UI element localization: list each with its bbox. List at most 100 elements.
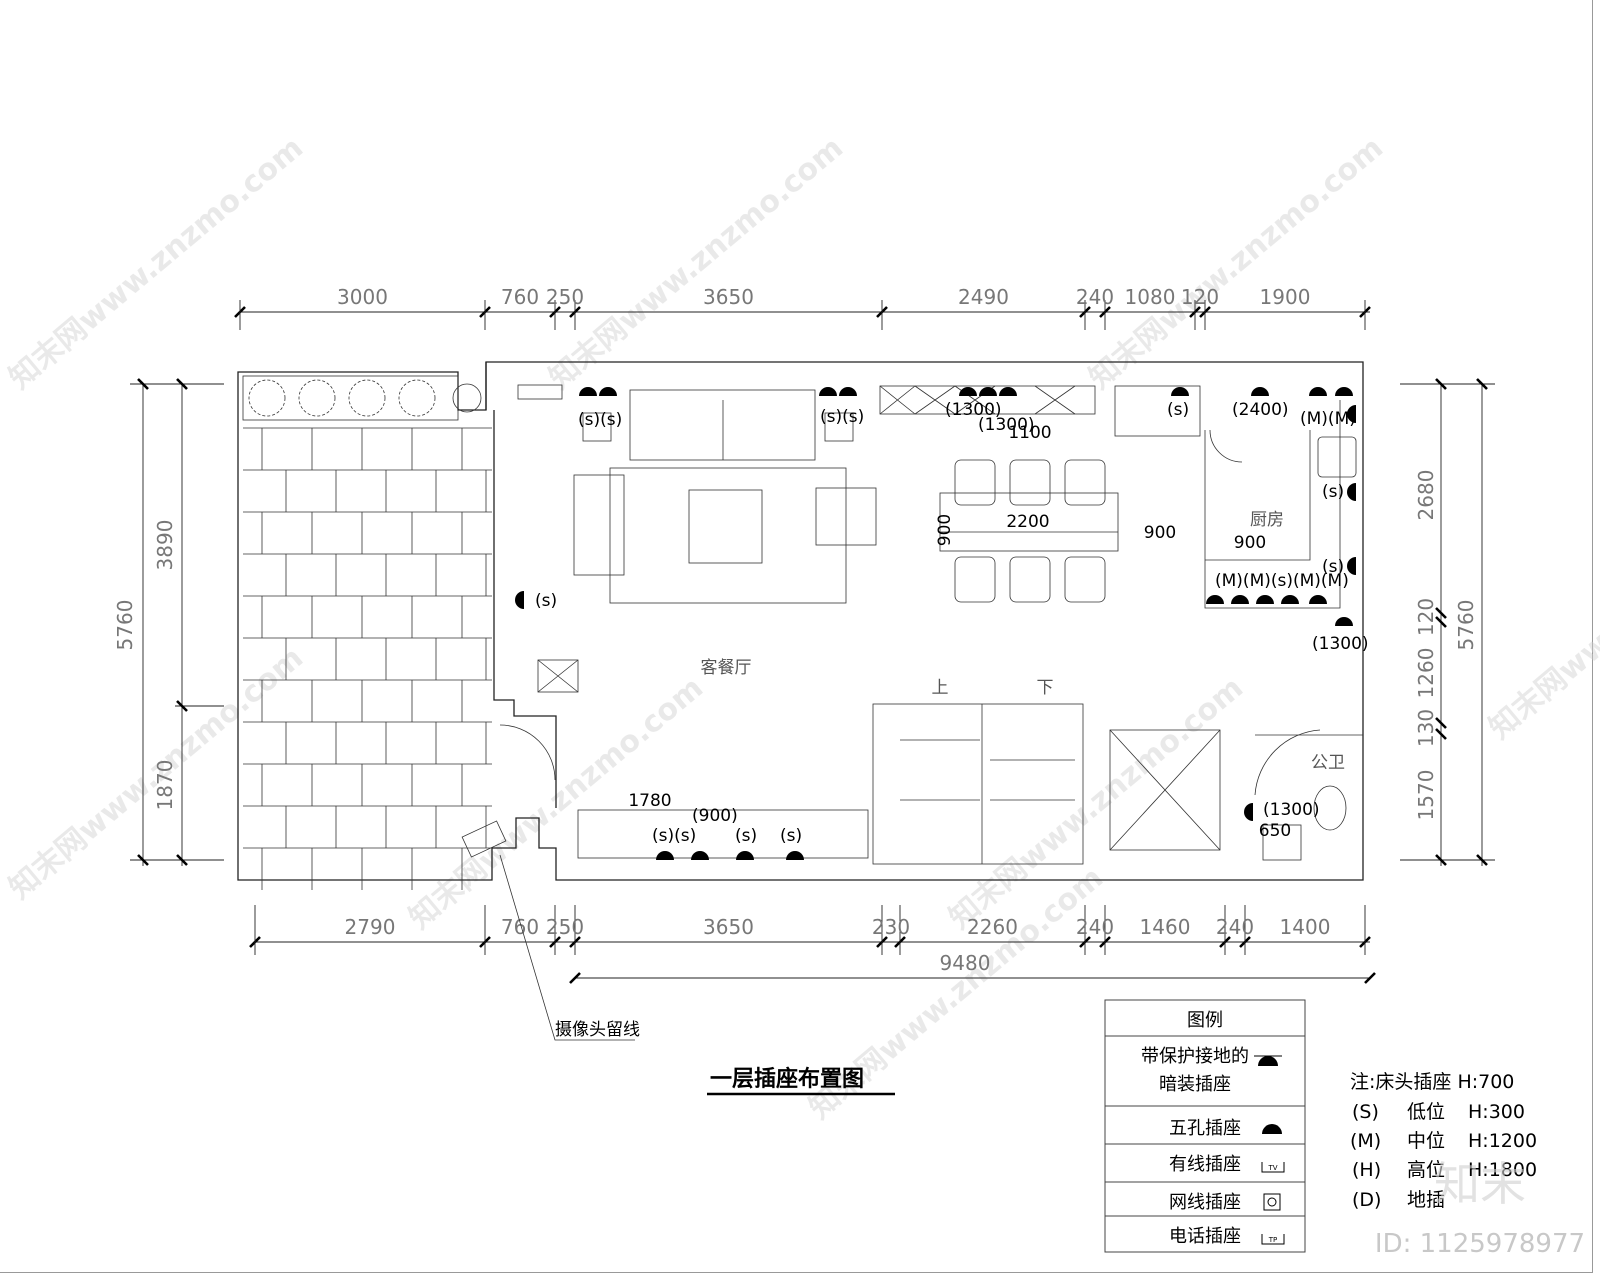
left-dimension: 5760 3890 1870	[113, 378, 224, 866]
socket-icon	[736, 851, 754, 860]
toilet-icon	[1313, 785, 1347, 831]
tv-wall-cabinet	[577, 809, 869, 859]
socket-icon	[1251, 387, 1269, 396]
top-dim-label: 2490	[958, 285, 1009, 309]
patio-paving	[243, 427, 492, 890]
watermark-text: 知末网www.znzmo.com	[3, 130, 310, 396]
furniture	[499, 384, 1363, 865]
legend-item-label: 带保护接地的	[1141, 1046, 1249, 1067]
plant-icon	[248, 379, 286, 417]
phone-socket-icon: TP	[1261, 1234, 1285, 1245]
plant-icon	[348, 379, 386, 417]
chair-icon	[1064, 556, 1106, 603]
stair-up-label: 上	[932, 678, 949, 698]
socket-icon	[999, 387, 1017, 396]
grounded-socket-icon	[1254, 1055, 1282, 1066]
socket-icon	[1347, 405, 1356, 423]
kitchen-width: 900	[1234, 533, 1266, 553]
socket-label: (s)(s)	[578, 410, 622, 430]
socket-label: (1300)	[1263, 800, 1320, 820]
note-s-code: (S)	[1352, 1101, 1379, 1123]
room-living-dining: 客餐厅	[701, 658, 752, 678]
page-title: 一层插座布置图	[710, 1066, 864, 1092]
five-hole-socket-icon	[1262, 1124, 1282, 1134]
socket-icon	[691, 851, 709, 860]
patio-plants	[248, 379, 482, 417]
network-socket-icon	[1263, 1193, 1281, 1211]
note-head: 注:床头插座 H:700	[1350, 1071, 1514, 1093]
coffee-table	[688, 489, 763, 564]
note-m-code: (M)	[1350, 1130, 1381, 1152]
socket-icon	[786, 851, 804, 860]
top-dim-label: 3000	[337, 285, 388, 309]
chair-icon	[954, 556, 996, 603]
socket-icon	[1206, 595, 1224, 604]
socket-icon	[1281, 595, 1299, 604]
socket-label: (s)	[1167, 400, 1189, 420]
camera-note-text: 摄像头留线	[555, 1020, 640, 1040]
dining-table	[939, 492, 1119, 552]
bottom-dim-label: 240	[1216, 915, 1254, 939]
top-dim-label: 3650	[703, 285, 754, 309]
table-width: 2200	[1006, 512, 1049, 532]
wall-dim-1100: 1100	[1008, 423, 1051, 443]
elevator	[1109, 729, 1221, 851]
legend-title: 图例	[1187, 1010, 1223, 1031]
shaft	[537, 659, 579, 693]
drawing-title: 一层插座布置图	[707, 1066, 895, 1096]
right-dim-130: 130	[1414, 709, 1438, 747]
note-d-name: 地插	[1407, 1189, 1445, 1211]
inner-dimensions: 2200 900 900 900 1100 1780 650	[628, 423, 1291, 841]
plant-icon	[298, 379, 336, 417]
tv-cabinet	[573, 474, 625, 576]
right-total-dim: 5760	[1454, 600, 1478, 651]
socket-label: (s)(s)	[652, 826, 696, 846]
right-dim-2680: 2680	[1414, 470, 1438, 521]
right-dim-1260: 1260	[1414, 648, 1438, 699]
washbasin-icon	[1262, 824, 1302, 861]
chair-icon	[1009, 556, 1051, 603]
bottom-dim-label: 3650	[703, 915, 754, 939]
top-dim-label: 120	[1181, 285, 1219, 309]
socket-icon	[1256, 595, 1274, 604]
cabinet	[879, 385, 1096, 415]
note-h-name: 高位	[1407, 1159, 1445, 1181]
socket-label: (900)	[692, 806, 738, 826]
note-m-h: H:1200	[1468, 1130, 1537, 1152]
bottom-dim-label: 250	[546, 915, 584, 939]
right-dimension: 2680 120 1260 130 1570 5760	[1400, 378, 1495, 866]
tp-code: TP	[1268, 1236, 1278, 1244]
legend-item-label: 网线插座	[1169, 1192, 1241, 1213]
socket-icon	[979, 387, 997, 396]
watermark-layer: 知末网www.znzmo.com 知末网www.znzmo.com 知末网www…	[3, 130, 1600, 1126]
rug	[609, 467, 847, 604]
legend-item-label: 电话插座	[1169, 1226, 1241, 1247]
bottom-dim-label: 240	[1076, 915, 1114, 939]
wall-dim-1780: 1780	[628, 791, 671, 811]
left-total-dim: 5760	[113, 600, 137, 651]
note-s-name: 低位	[1407, 1101, 1445, 1123]
room-wc: 公卫	[1311, 753, 1345, 773]
chair-icon	[1064, 459, 1106, 506]
left-lower-dim: 1870	[153, 760, 177, 811]
socket-label: (M)(M)(s)(M)(M)	[1215, 571, 1349, 591]
sink-icon	[1317, 436, 1357, 478]
socket-icon	[1309, 387, 1327, 396]
camera-icon	[461, 820, 507, 858]
socket-icon	[1309, 595, 1327, 604]
top-dim-label: 240	[1076, 285, 1114, 309]
socket-icon	[1244, 803, 1253, 821]
socket-icon	[1335, 387, 1353, 396]
socket-icon	[1335, 617, 1353, 626]
side-table-icon	[824, 412, 854, 442]
socket-icon	[515, 591, 524, 609]
socket-icon	[839, 387, 857, 396]
bottom-dim-label: 1460	[1140, 915, 1191, 939]
legend-item-label: 有线插座	[1169, 1154, 1241, 1175]
height-notes: 注:床头插座 H:700 (S) 低位 H:300 (M) 中位 H:1200 …	[1350, 1071, 1537, 1211]
socket-icon	[959, 387, 977, 396]
note-h-code: (H)	[1352, 1159, 1381, 1181]
socket-icon	[1347, 557, 1356, 575]
top-dim-label: 250	[546, 285, 584, 309]
